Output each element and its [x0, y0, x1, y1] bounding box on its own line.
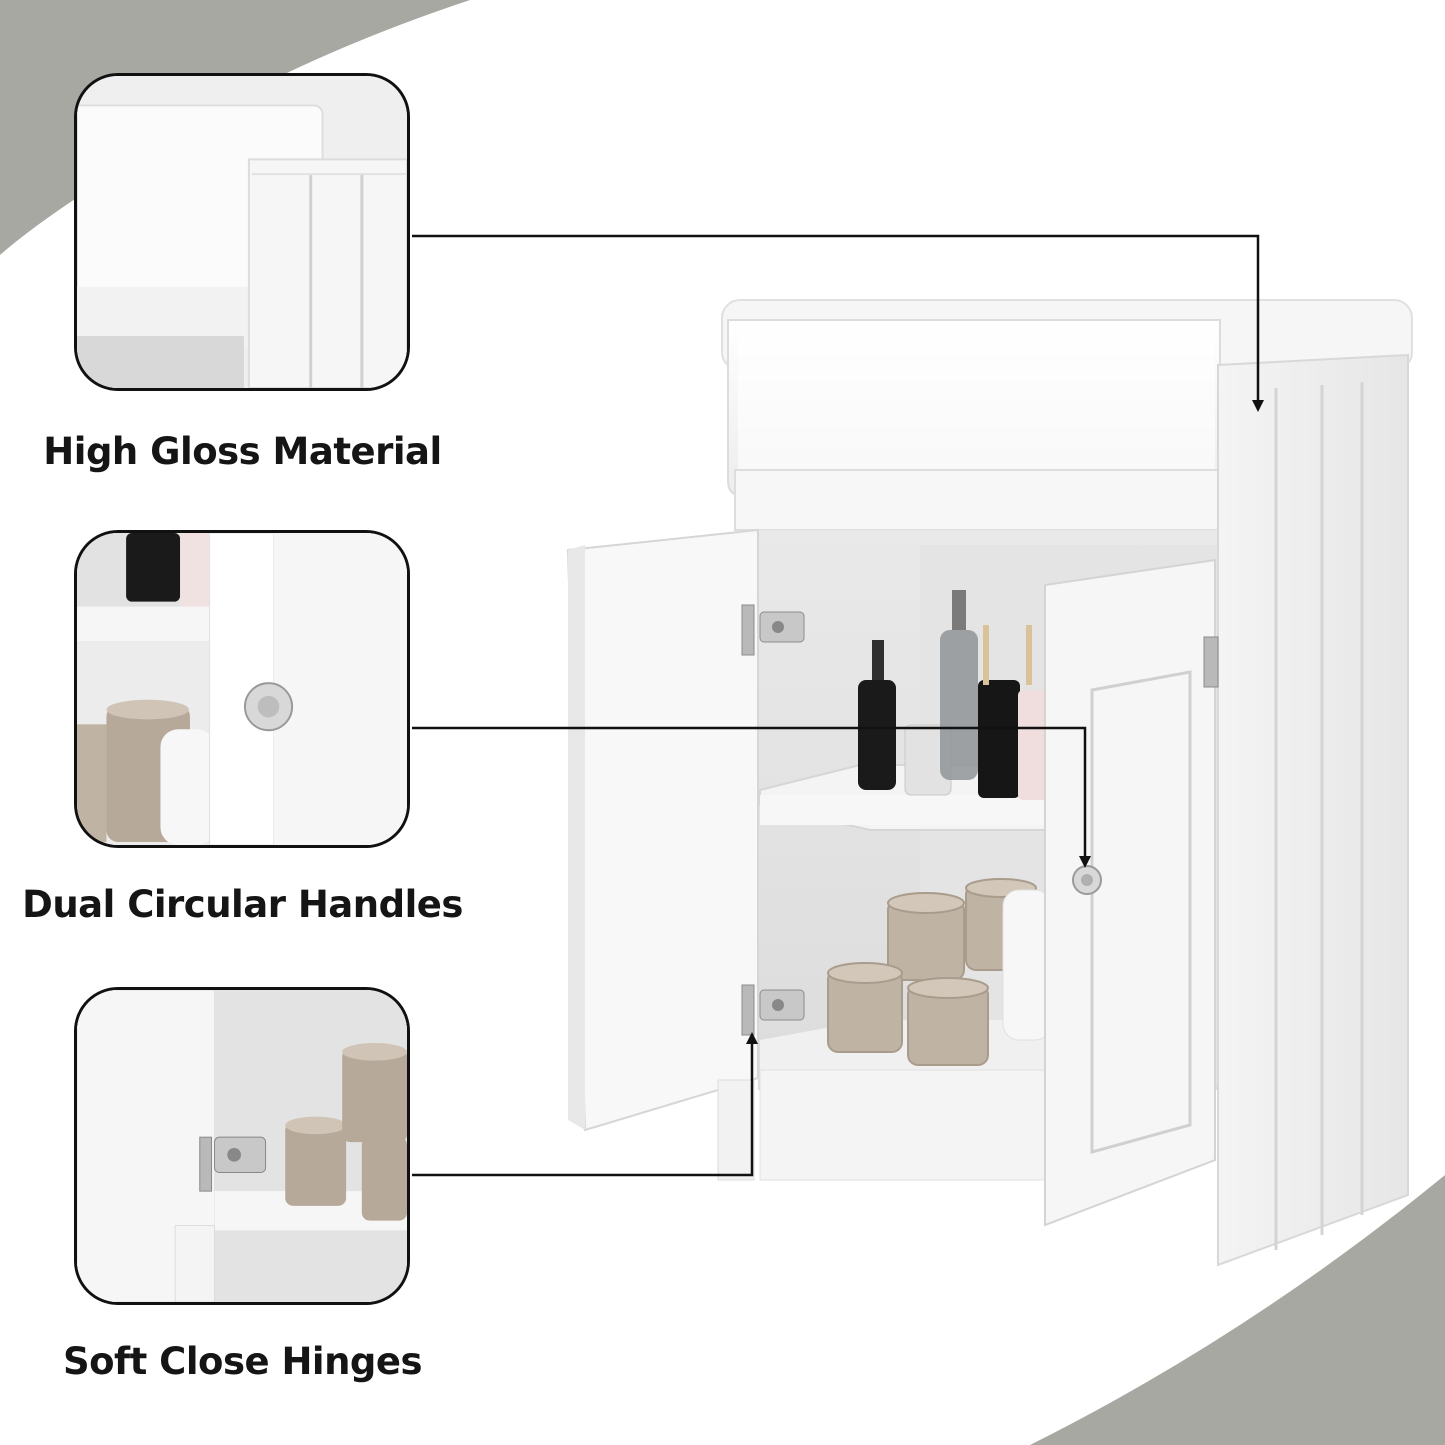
hinge-closeup-image [77, 990, 407, 1302]
top-left-swoosh [0, 0, 470, 255]
high-gloss-inset [74, 73, 410, 391]
connector-lines [412, 234, 1260, 1177]
sink-closeup-image [77, 76, 407, 388]
paper-rolls [827, 878, 1037, 1066]
handles-inset [74, 530, 410, 848]
feature-caption-high-gloss: High Gloss Material [43, 430, 442, 473]
hinges-inset [74, 987, 410, 1305]
vanity-cabinet [566, 299, 1413, 1267]
feature-caption-hinges: Soft Close Hinges [62, 1340, 423, 1383]
bottom-right-swoosh [1030, 1175, 1445, 1445]
feature-caption-handles: Dual Circular Handles [22, 883, 463, 926]
handle-closeup-image [77, 533, 407, 845]
